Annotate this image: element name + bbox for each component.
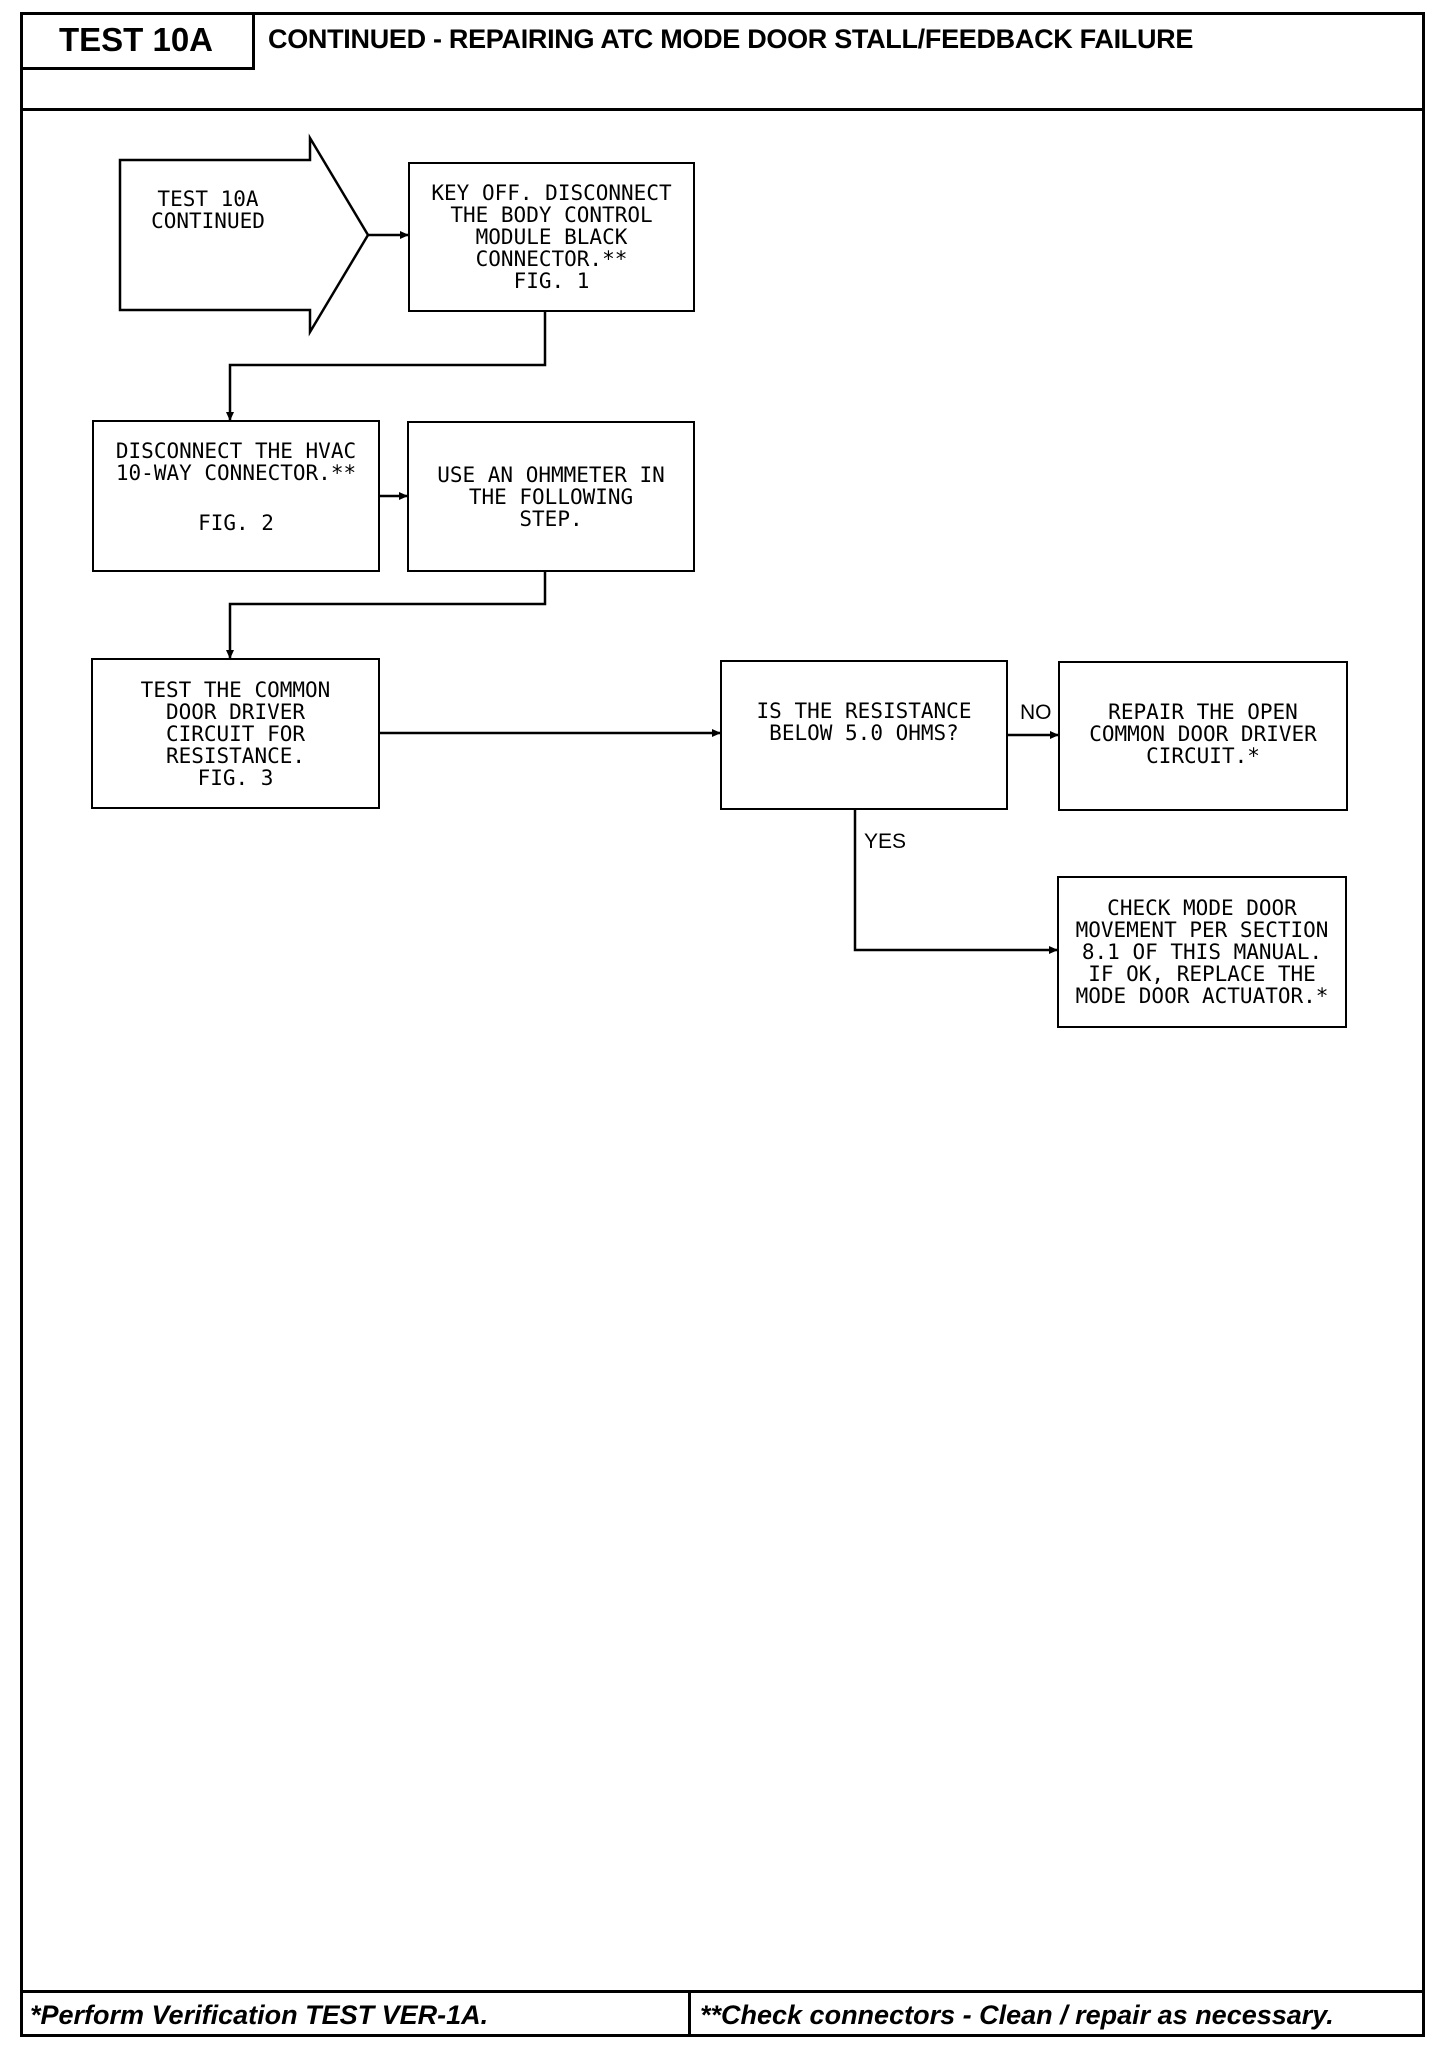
step4-line-4: RESISTANCE. [165,743,306,768]
label-no: NO [1020,701,1052,724]
step2-line-4: FIG. 2 [198,511,274,535]
footer-column-divider [688,1990,691,2037]
step3-line-2: THE FOLLOWING [468,484,634,509]
step4-line-1: TEST THE COMMON [140,677,331,702]
step4-line-3: CIRCUIT FOR [165,721,306,746]
label-yes: YES [864,830,907,853]
footer-connector-note: **Check connectors - Clean / repair as n… [700,2000,1334,2030]
check-line-4: IF OK, REPLACE THE [1088,962,1316,986]
repair-line-2: COMMON DOOR DRIVER [1089,722,1317,746]
decision-resistance: IS THE RESISTANCE BELOW 5.0 OHMS? [720,660,1008,810]
step2-line-2: 10-WAY CONNECTOR.** [115,461,357,485]
check-line-5: MODE DOOR ACTUATOR.* [1075,984,1329,1008]
start-arrow-shape [118,133,370,337]
step1-line-2: THE BODY CONTROL [450,203,653,227]
decision-line-2: BELOW 5.0 OHMS? [769,721,959,745]
start-line-1: TEST 10A [157,187,259,211]
step1-line-4: CONNECTOR.** [475,247,628,271]
step4-line-5: FIG. 3 [197,765,274,790]
check-line-3: 8.1 OF THIS MANUAL. [1081,940,1323,964]
page-frame [20,12,1425,2037]
step3-line-3: STEP. [519,506,583,531]
step1-line-5: FIG. 1 [513,269,590,293]
step4-line-2: DOOR DRIVER [165,699,306,724]
step1-line-1: KEY OFF. DISCONNECT [431,181,672,205]
connector-decision-check [853,808,1058,954]
decision-line-1: IS THE RESISTANCE [756,699,972,723]
footer-verification-note: *Perform Verification TEST VER-1A. [30,2000,489,2030]
step-disconnect-bcm: KEY OFF. DISCONNECT THE BODY CONTROL MOD… [408,162,695,312]
step-test-common-driver: TEST THE COMMON DOOR DRIVER CIRCUIT FOR … [91,658,380,809]
action-check-mode-door: CHECK MODE DOOR MOVEMENT PER SECTION 8.1… [1057,876,1347,1028]
step2-line-3 [94,484,378,506]
step-use-ohmmeter: USE AN OHMMETER IN THE FOLLOWING STEP. [407,421,695,572]
connector-step1-step2 [226,312,547,421]
start-line-2: CONTINUED [151,209,265,233]
action-repair-open-circuit: REPAIR THE OPEN COMMON DOOR DRIVER CIRCU… [1058,661,1348,811]
page-title: CONTINUED - REPAIRING ATC MODE DOOR STAL… [268,24,1194,54]
check-line-2: MOVEMENT PER SECTION [1075,918,1329,942]
step1-line-3: MODULE BLACK [475,225,628,249]
step-disconnect-hvac: DISCONNECT THE HVAC 10-WAY CONNECTOR.** … [92,420,380,572]
start-node: TEST 10A CONTINUED [128,170,288,250]
connector-step3-step4 [226,572,547,659]
step2-line-1: DISCONNECT THE HVAC [115,439,357,463]
repair-line-1: REPAIR THE OPEN [1108,700,1298,724]
test-id-tab: TEST 10A [20,12,255,70]
check-line-1: CHECK MODE DOOR [1107,896,1297,920]
footer-divider [20,1990,1425,1993]
step3-line-1: USE AN OHMMETER IN [437,462,665,487]
repair-line-3: CIRCUIT.* [1146,744,1260,768]
header-divider [20,108,1425,111]
